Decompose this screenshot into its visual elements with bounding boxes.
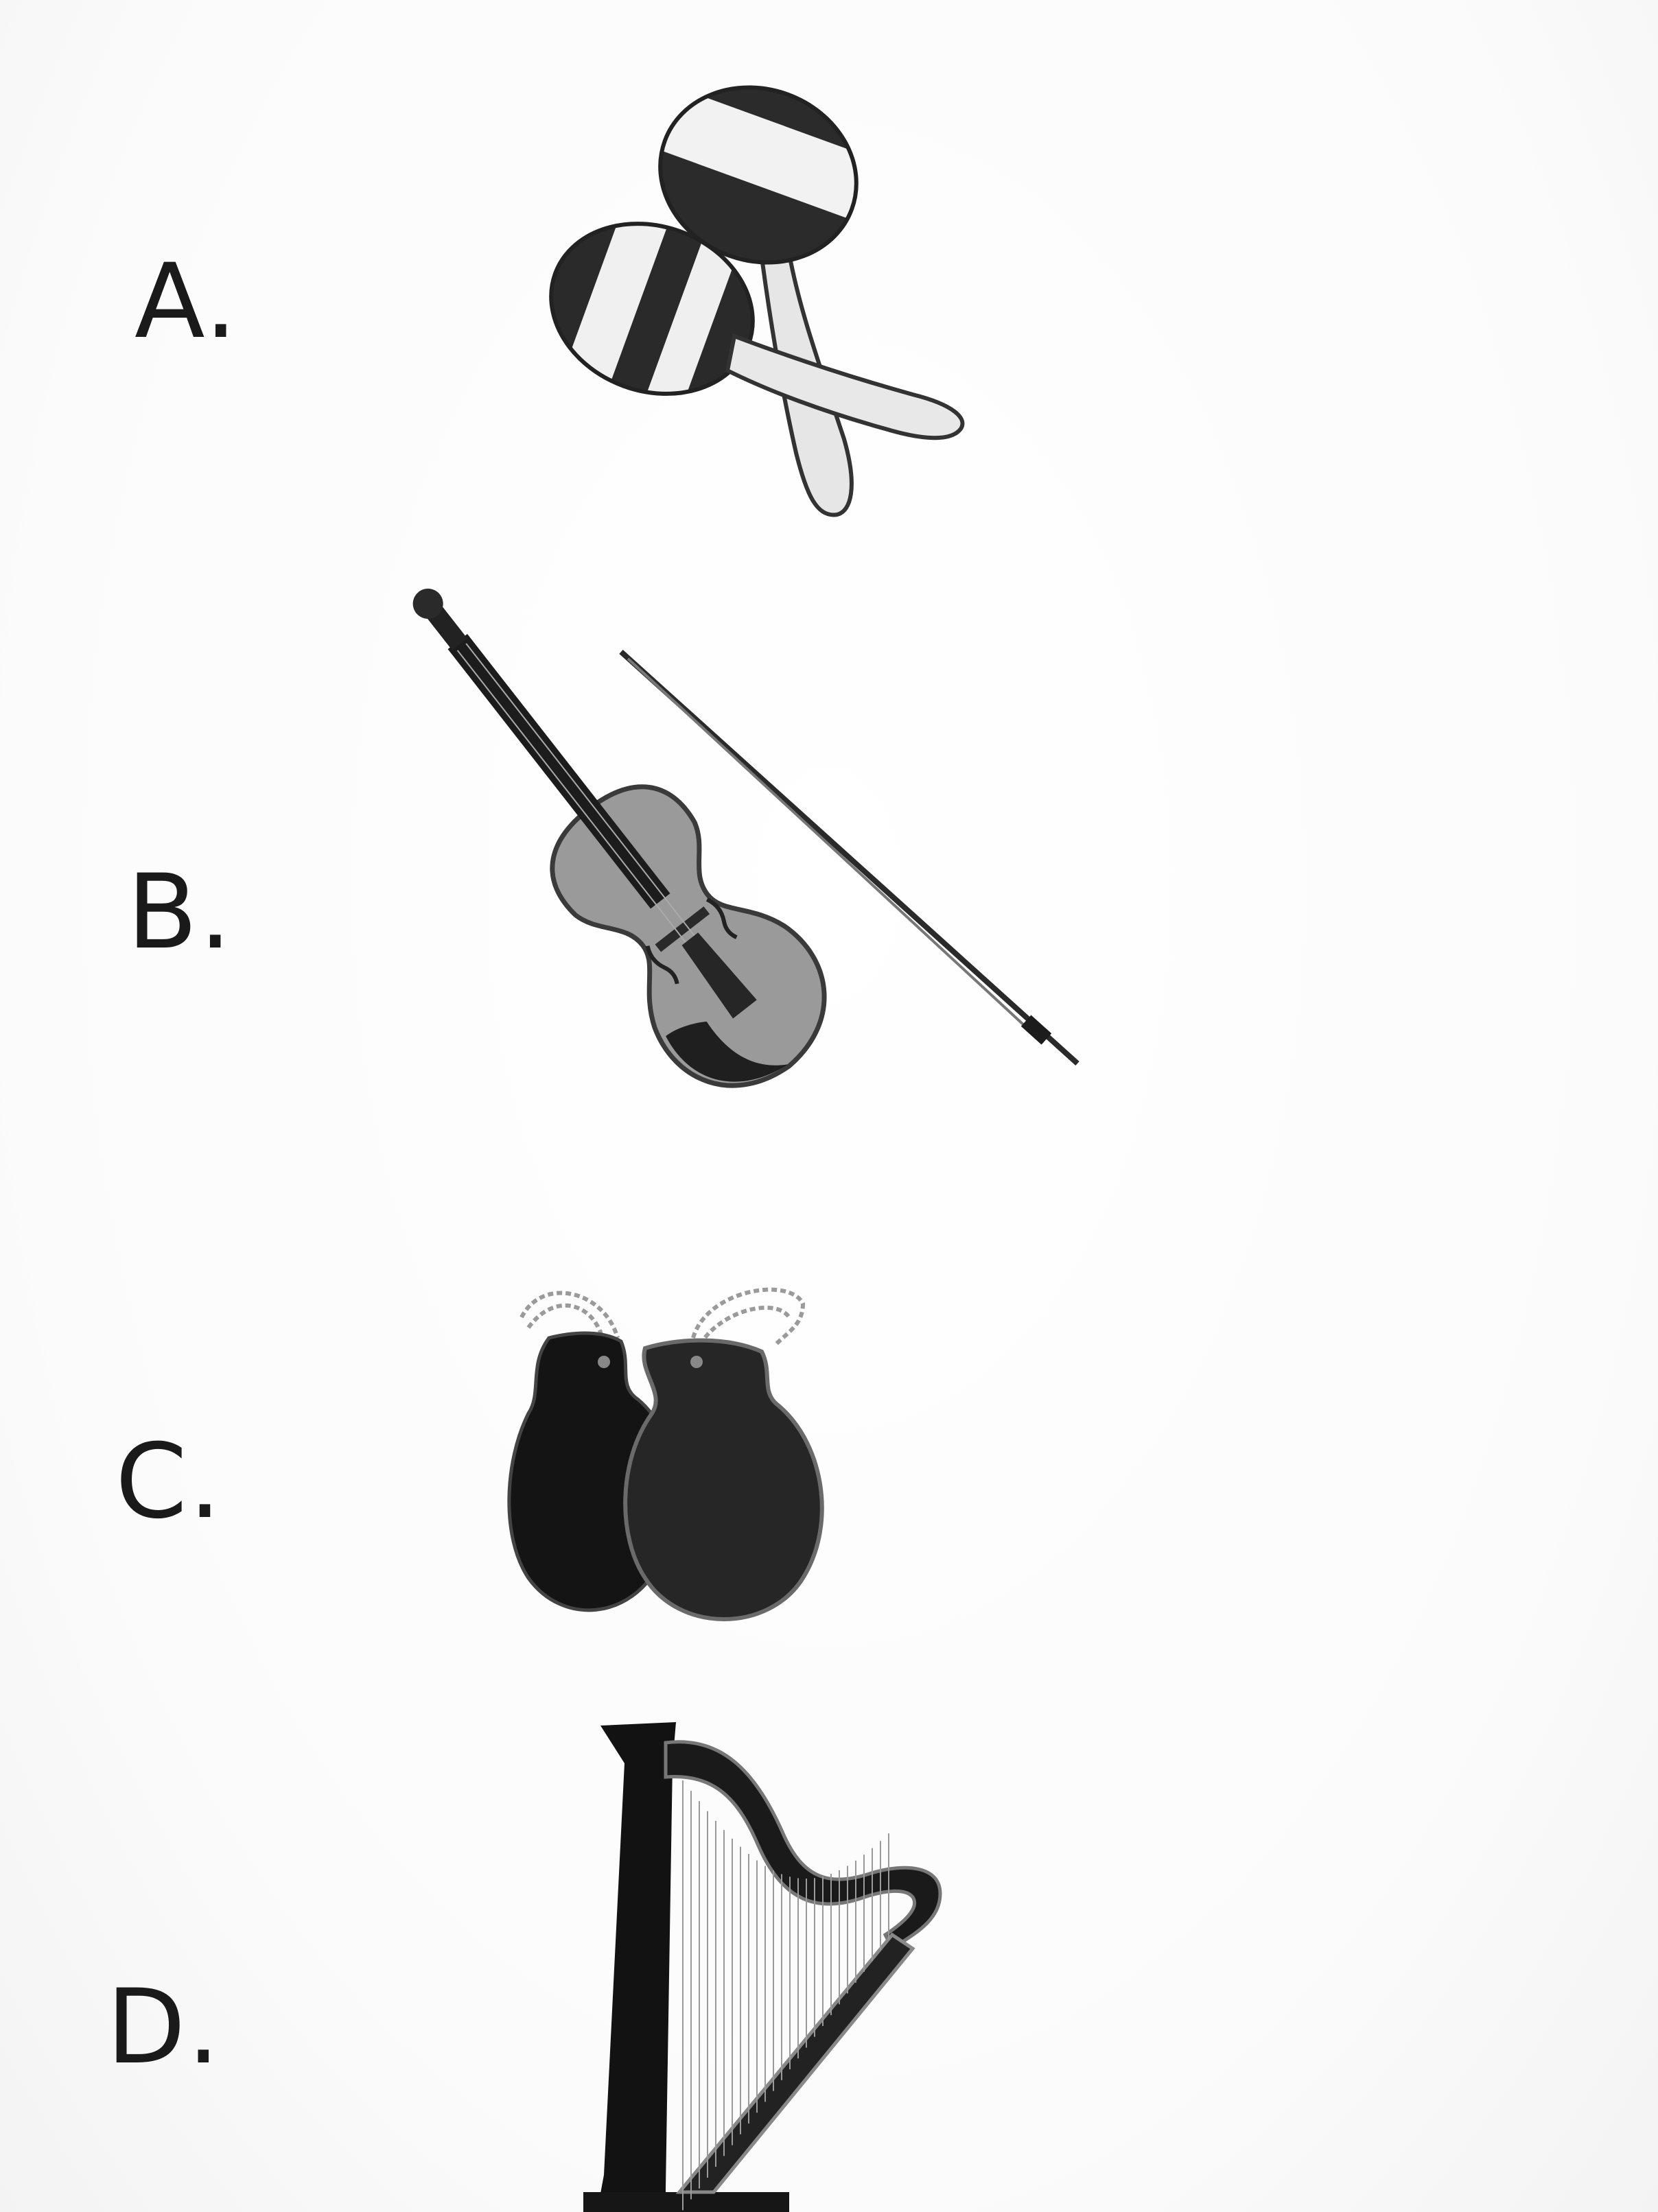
- option-a-letter: A.: [135, 242, 239, 362]
- maracas-image: [528, 80, 965, 517]
- harp-soundboard: [675, 1932, 915, 2194]
- harp-strings: [682, 1780, 889, 2211]
- harp-column: [597, 1722, 676, 2212]
- castanets-image: [507, 1287, 824, 1621]
- option-c-letter: C.: [115, 1422, 223, 1542]
- option-d-letter: D.: [106, 1968, 222, 2087]
- violin-bow: [619, 650, 1079, 1066]
- right-castanet: [623, 1338, 824, 1621]
- option-b-letter: B.: [127, 853, 233, 972]
- castanet-cords: [519, 1287, 806, 1347]
- violin-body: [412, 588, 827, 1088]
- harp-image: [583, 1722, 942, 2212]
- violin-image: [412, 588, 1079, 1088]
